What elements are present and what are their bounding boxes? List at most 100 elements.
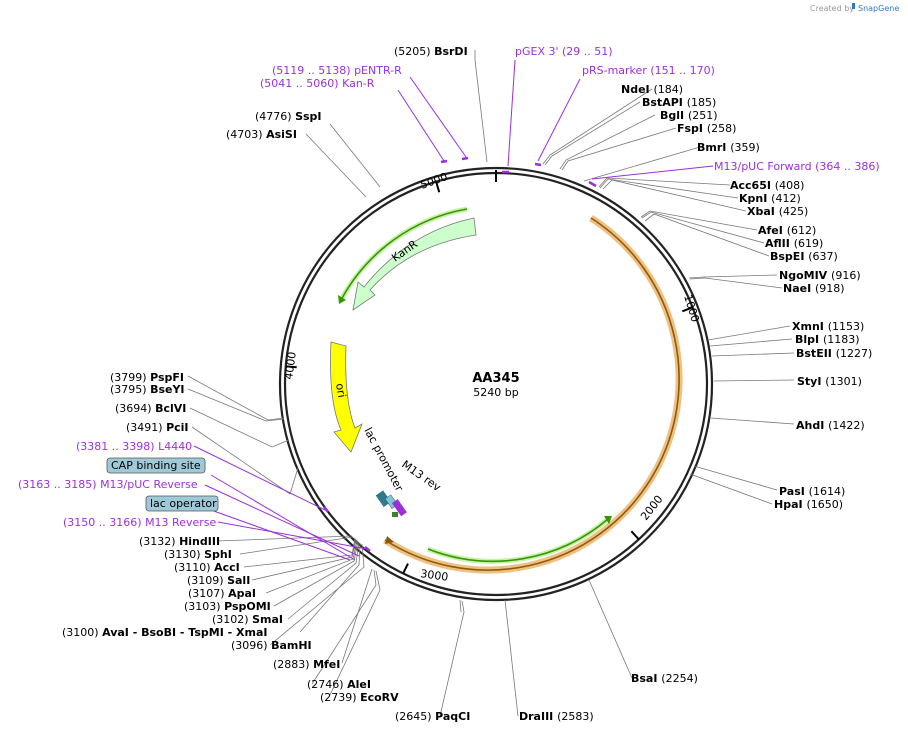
primer-site: (5041 .. 5060) Kan-R — [260, 77, 375, 90]
primer-site: (5119 .. 5138) pENTR-R — [272, 64, 402, 77]
primer-name: M13 Reverse — [145, 516, 216, 529]
enzyme-position: (408) — [775, 179, 805, 192]
enzyme-position: (3100) — [62, 626, 102, 639]
leader-lines — [187, 50, 795, 717]
enzyme-site: (3130) SphI — [164, 548, 232, 561]
enzyme-site: (3107) ApaI — [188, 587, 256, 600]
enzyme-position: (359) — [730, 141, 760, 154]
primer-name: L4440 — [158, 440, 192, 453]
enzyme-site: (3102) SmaI — [212, 613, 283, 626]
enzyme-site: PasI (1614) — [779, 485, 845, 498]
enzyme-name: SalI — [227, 574, 250, 587]
enzyme-position: (425) — [779, 205, 809, 218]
enzyme-name: MfeI — [313, 658, 340, 671]
enzyme-position: (1301) — [825, 375, 862, 388]
enzyme-site: (3694) BclVI — [115, 402, 186, 415]
enzyme-site: XmnI (1153) — [792, 320, 864, 333]
enzyme-position: (612) — [787, 224, 817, 237]
primer-range: (3150 .. 3166) — [63, 516, 145, 529]
snapgene-logo: SnapGene — [852, 3, 899, 13]
enzyme-site: (2645) PaqCI — [395, 710, 470, 723]
enzyme-position: (2883) — [273, 658, 313, 671]
primer-site: M13/pUC Forward (364 .. 386) — [714, 160, 880, 173]
enzyme-position: (916) — [831, 269, 861, 282]
primer-leaders — [193, 59, 714, 561]
enzyme-site: DraIII (2583) — [519, 710, 594, 723]
enzyme-site: (4703) AsiSI — [226, 128, 297, 141]
enzyme-position: (2739) — [320, 691, 360, 704]
enzyme-name: BseYI — [150, 383, 184, 396]
enzyme-site: BspEI (637) — [770, 250, 838, 263]
enzyme-name: HpaI — [774, 498, 806, 511]
primer-site: (3163 .. 3185) M13/pUC Reverse — [18, 478, 198, 491]
primer-range: (5041 .. 5060) — [260, 77, 342, 90]
enzyme-site: FspI (258) — [677, 122, 736, 135]
enzyme-position: (1183) — [823, 333, 860, 346]
enzyme-position: (1650) — [806, 498, 843, 511]
enzyme-site: (3100) AvaI - BsoBI - TspMI - XmaI — [62, 626, 268, 639]
primer-name: pGEX 3' — [515, 45, 562, 58]
enzyme-site: (3109) SalI — [187, 574, 250, 587]
enzyme-site: BlpI (1183) — [795, 333, 860, 346]
enzyme-position: (2645) — [395, 710, 435, 723]
enzyme-position: (1227) — [836, 347, 873, 360]
enzyme-position: (619) — [794, 237, 824, 250]
tick-label: 1000 — [681, 293, 702, 324]
enzyme-position: (185) — [687, 96, 717, 109]
enzyme-name: AsiSI — [266, 128, 297, 141]
primer-name: pENTR-R — [354, 64, 402, 77]
tick-label: 4000 — [282, 351, 299, 381]
enzyme-site: (3132) HindIII — [139, 535, 220, 548]
enzyme-site: (3110) AccI — [174, 561, 240, 574]
plasmid-name: AA345 — [472, 371, 519, 386]
primer-site: pGEX 3' (29 .. 51) — [515, 45, 613, 58]
ori-feature: ori — [330, 341, 363, 453]
enzyme-position: (5205) — [394, 45, 434, 58]
enzyme-site: (3795) BseYI — [110, 383, 185, 396]
enzyme-name: HindIII — [179, 535, 220, 548]
enzyme-name: SphI — [204, 548, 232, 561]
enzyme-position: (412) — [771, 192, 801, 205]
enzyme-position: (2254) — [661, 672, 698, 685]
enzyme-name: BclVI — [155, 402, 186, 415]
enzyme-name: XbaI — [747, 205, 779, 218]
m13-rev-label: M13 rev — [399, 458, 443, 494]
enzyme-site: Acc65I (408) — [730, 179, 804, 192]
primer-range: (3163 .. 3185) — [18, 478, 100, 491]
enzyme-name: BamHI — [271, 639, 312, 652]
primer-marks — [323, 156, 597, 552]
tick-mark — [681, 306, 693, 313]
enzyme-site: KpnI (412) — [739, 192, 801, 205]
enzyme-name: DraIII — [519, 710, 557, 723]
enzyme-site: (4776) SspI — [255, 110, 322, 123]
backbone-outer — [278, 166, 714, 602]
boxed-feature-label: CAP binding site — [111, 459, 201, 472]
enzyme-position: (184) — [653, 83, 683, 96]
credit-text: Created by — [810, 4, 854, 13]
brand-text: SnapGene — [858, 4, 899, 13]
enzyme-site: BglI (251) — [660, 109, 718, 122]
primer-name: M13/pUC Reverse — [100, 478, 198, 491]
enzyme-site: BstEII (1227) — [796, 347, 872, 360]
enzyme-position: (637) — [808, 250, 838, 263]
enzyme-site: (3096) BamHI — [231, 639, 312, 652]
enzyme-site: StyI (1301) — [797, 375, 862, 388]
tick-mark — [435, 181, 441, 193]
enzyme-name: BmrI — [697, 141, 730, 154]
enzyme-position: (3103) — [184, 600, 224, 613]
primer-range: (364 .. 386) — [815, 160, 880, 173]
enzyme-site: AhdI (1422) — [796, 419, 865, 432]
enzyme-site: XbaI (425) — [747, 205, 808, 218]
enzyme-position: (3102) — [212, 613, 252, 626]
enzyme-site: (3491) PciI — [126, 421, 189, 434]
enzyme-site: BmrI (359) — [697, 141, 760, 154]
enzyme-name: BlpI — [795, 333, 823, 346]
enzyme-position: (4776) — [255, 110, 295, 123]
enzyme-position: (3096) — [231, 639, 271, 652]
ori-label: ori — [333, 382, 348, 398]
primer-site: pRS-marker (151 .. 170) — [582, 64, 715, 77]
enzyme-position: (1153) — [828, 320, 865, 333]
enzyme-position: (3795) — [110, 383, 150, 396]
lac-promoter-label: lac promoter — [361, 425, 406, 494]
